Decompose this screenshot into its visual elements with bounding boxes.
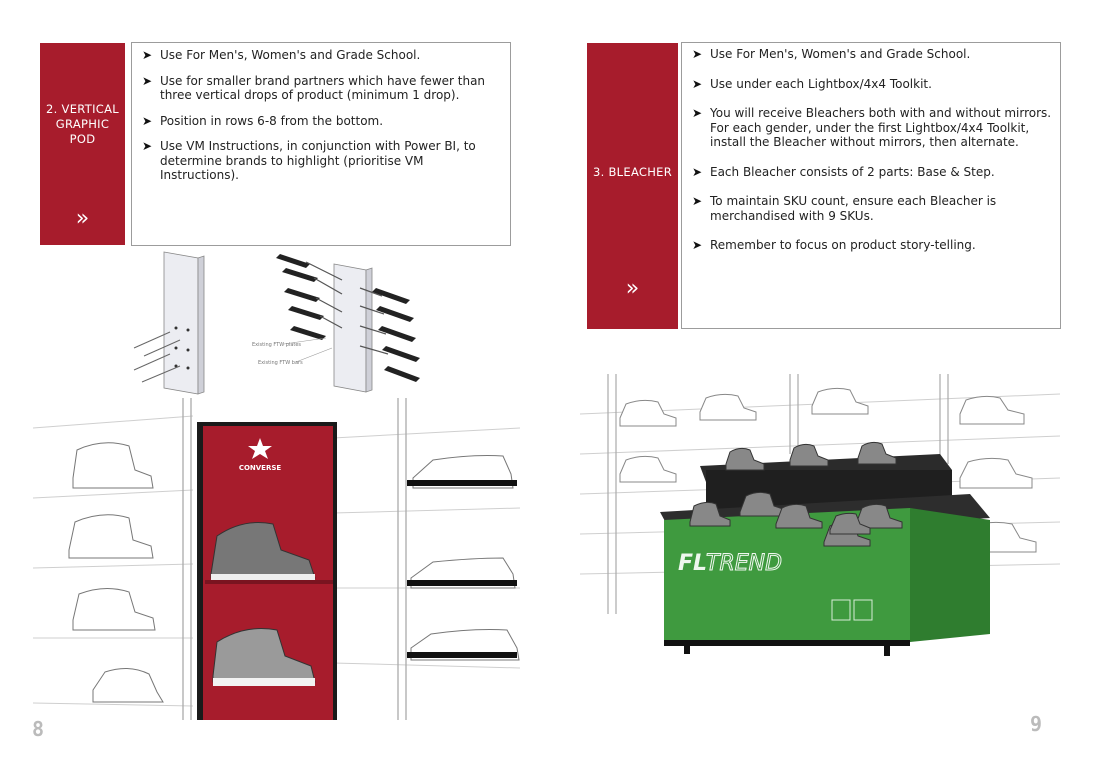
diagram-label-plates: Existing FTW plates [252, 342, 301, 348]
triangle-bullet-icon: ➤ [142, 73, 153, 88]
page-number-right: 9 [1030, 712, 1043, 736]
bullet-text: Remember to focus on product story-telli… [710, 238, 976, 252]
vertical-graphic-pod-render: CONVERSE [33, 398, 520, 720]
double-chevron-right-icon: » [625, 276, 640, 301]
bullet-item: ➤ Remember to focus on product story-tell… [688, 238, 1054, 253]
section-label-line-1: 2. VERTICAL [46, 101, 119, 116]
section-tab-vertical-graphic-pod: 2. VERTICAL GRAPHIC POD » [40, 43, 125, 245]
triangle-bullet-icon: ➤ [142, 113, 153, 128]
bullet-item: ➤ To maintain SKU count, ensure each Blea… [688, 194, 1054, 223]
triangle-bullet-icon: ➤ [692, 164, 703, 179]
bullet-item: ➤ Position in rows 6-8 from the bottom. [138, 114, 504, 129]
bullet-item: ➤ Use VM Instructions, in conjunction wit… [138, 139, 504, 183]
bullet-item: ➤ You will receive Bleachers both with an… [688, 106, 1054, 150]
bullet-text: To maintain SKU count, ensure each Bleac… [710, 194, 997, 223]
section-label: 2. VERTICAL GRAPHIC POD [46, 102, 119, 147]
bullet-text: Each Bleacher consists of 2 parts: Base … [710, 164, 995, 179]
triangle-bullet-icon: ➤ [142, 139, 153, 153]
section-label-line-3: POD [69, 131, 96, 146]
pod-assembly-diagram: Existing FTW plates Existing FTW bars [133, 251, 420, 395]
brand-logo-text: CONVERSE [239, 464, 282, 472]
instructions-box-left: ➤ Use For Men's, Women's and Grade School… [131, 42, 511, 246]
bullet-text: Use for smaller brand partners which hav… [160, 73, 486, 103]
bullet-item: ➤ Use for smaller brand partners which ha… [138, 74, 504, 103]
triangle-bullet-icon: ➤ [692, 106, 703, 120]
page-number-left: 8 [32, 717, 45, 741]
section-label: 3. BLEACHER [592, 164, 673, 179]
fixture-logo-fl: FL [678, 551, 707, 576]
triangle-bullet-icon: ➤ [692, 194, 703, 208]
instructions-box-right: ➤ Use For Men's, Women's and Grade School… [681, 42, 1061, 329]
diagram-label-bars: Existing FTW bars [258, 360, 303, 366]
bullet-text: Use VM Instructions, in conjunction with… [160, 139, 476, 182]
bullet-text: Use under each Lightbox/4x4 Toolkit. [710, 76, 932, 91]
triangle-bullet-icon: ➤ [692, 76, 703, 91]
bleacher-fixture-render: FL TREND [580, 374, 1060, 656]
fixture-logo-trend: TREND [706, 551, 782, 576]
triangle-bullet-icon: ➤ [142, 48, 153, 62]
bullet-item: ➤ Use under each Lightbox/4x4 Toolkit. [688, 77, 1054, 92]
bullet-item: ➤ Use For Men's, Women's and Grade School… [138, 48, 504, 63]
section-label-line-2: GRAPHIC [55, 116, 110, 131]
bullet-text: Use For Men's, Women's and Grade School. [160, 48, 421, 62]
bullet-text: Position in rows 6-8 from the bottom. [160, 113, 384, 128]
bullet-item: ➤ Each Bleacher consists of 2 parts: Base… [688, 165, 1054, 180]
converse-star-chevron-logo [248, 438, 272, 459]
triangle-bullet-icon: ➤ [692, 47, 703, 61]
bullet-text: You will receive Bleachers both with and… [710, 106, 1052, 149]
double-chevron-right-icon: » [75, 206, 90, 231]
triangle-bullet-icon: ➤ [692, 238, 703, 252]
bullet-item: ➤ Use For Men's, Women's and Grade School… [688, 47, 1054, 62]
bullet-text: Use For Men's, Women's and Grade School. [710, 47, 971, 61]
section-tab-bleacher: 3. BLEACHER » [587, 43, 678, 329]
